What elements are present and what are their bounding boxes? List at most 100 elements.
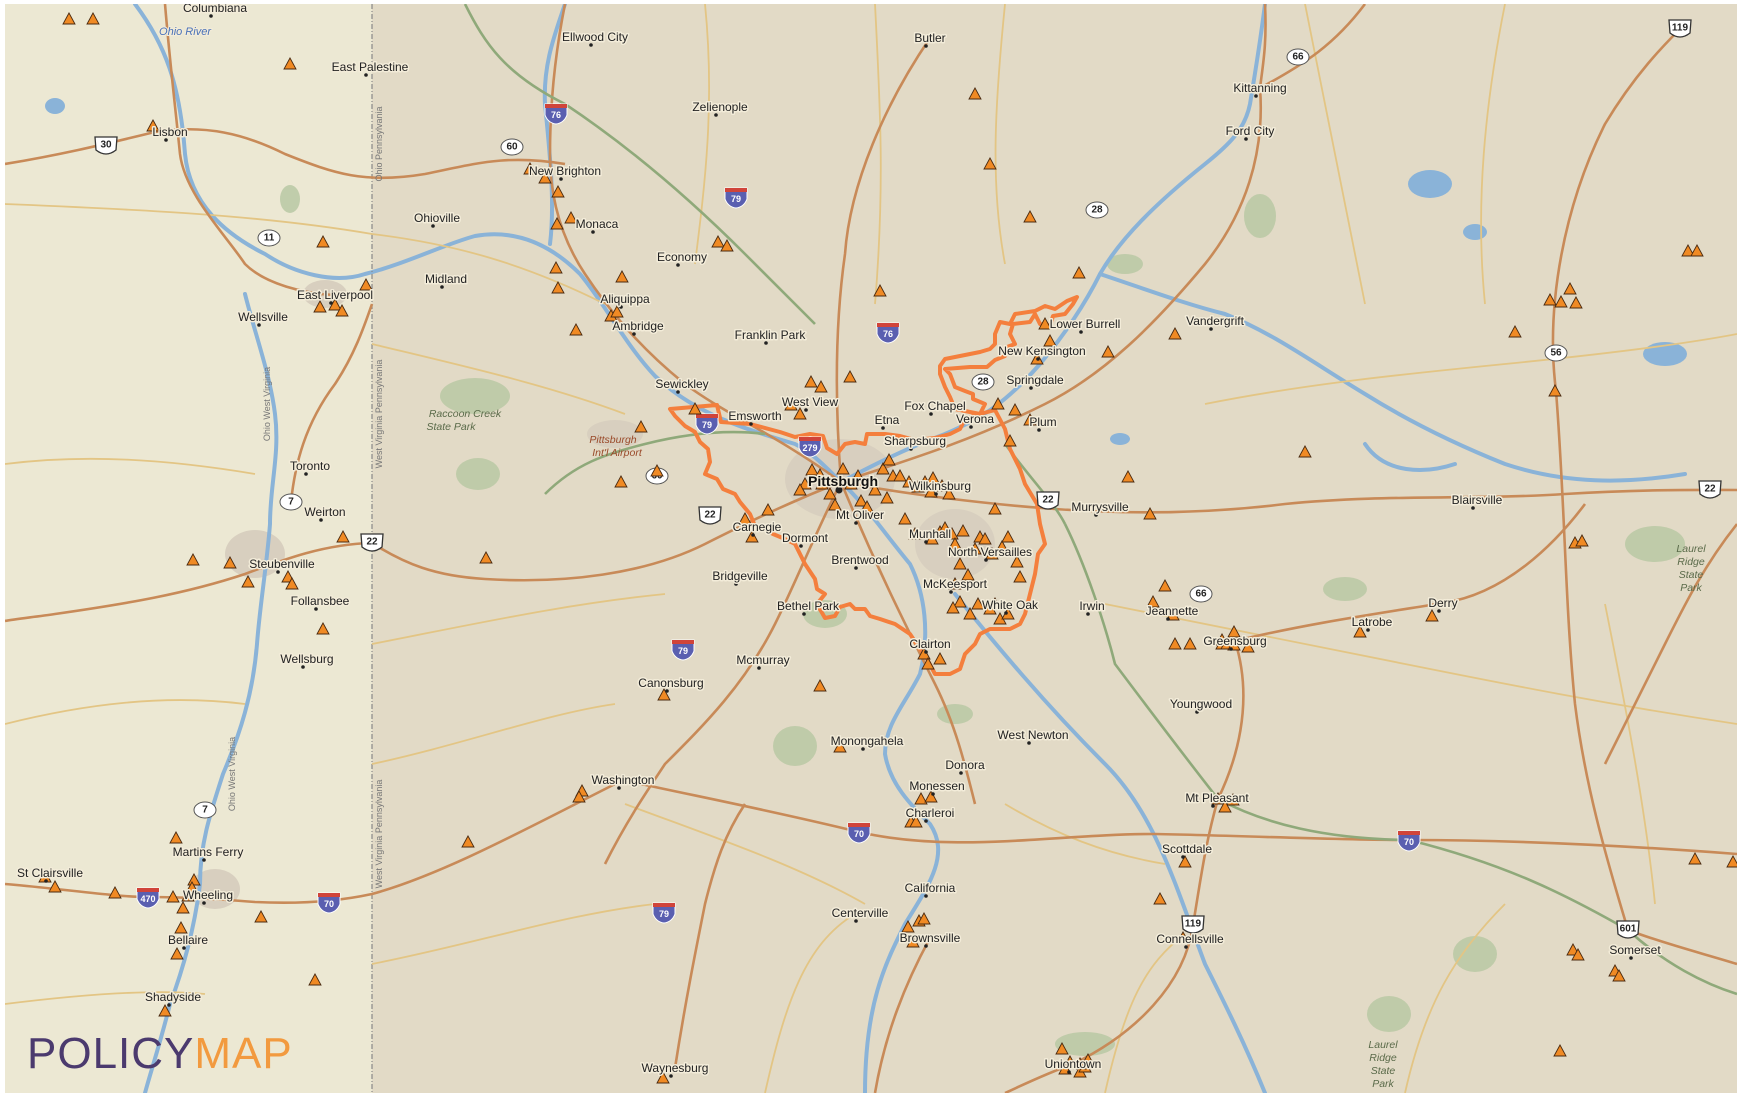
triangle-marker-icon[interactable] — [963, 607, 977, 620]
triangle-marker-icon[interactable] — [1569, 296, 1583, 309]
triangle-marker-icon[interactable] — [909, 815, 923, 828]
triangle-marker-icon[interactable] — [86, 12, 100, 25]
triangle-marker-icon[interactable] — [906, 935, 920, 948]
triangle-marker-icon[interactable] — [1508, 325, 1522, 338]
triangle-marker-icon[interactable] — [917, 912, 931, 925]
triangle-marker-icon[interactable] — [285, 577, 299, 590]
triangle-marker-icon[interactable] — [836, 462, 850, 475]
triangle-marker-icon[interactable] — [882, 453, 896, 466]
triangle-marker-icon[interactable] — [843, 370, 857, 383]
triangle-marker-icon[interactable] — [1168, 637, 1182, 650]
triangle-marker-icon[interactable] — [1690, 244, 1704, 257]
triangle-marker-icon[interactable] — [615, 270, 629, 283]
triangle-marker-icon[interactable] — [254, 910, 268, 923]
triangle-marker-icon[interactable] — [935, 479, 949, 492]
triangle-marker-icon[interactable] — [917, 647, 931, 660]
triangle-marker-icon[interactable] — [1055, 1042, 1069, 1055]
triangle-marker-icon[interactable] — [336, 530, 350, 543]
triangle-marker-icon[interactable] — [158, 1004, 172, 1017]
triangle-marker-icon[interactable] — [551, 185, 565, 198]
triangle-marker-icon[interactable] — [1543, 293, 1557, 306]
triangle-marker-icon[interactable] — [1023, 210, 1037, 223]
triangle-marker-icon[interactable] — [1425, 609, 1439, 622]
triangle-marker-icon[interactable] — [956, 524, 970, 537]
triangle-marker-icon[interactable] — [313, 300, 327, 313]
triangle-marker-icon[interactable] — [1218, 800, 1232, 813]
triangle-marker-icon[interactable] — [926, 471, 940, 484]
triangle-marker-icon[interactable] — [1726, 855, 1737, 868]
triangle-marker-icon[interactable] — [985, 547, 999, 560]
triangle-marker-icon[interactable] — [761, 503, 775, 516]
triangle-marker-icon[interactable] — [988, 597, 1002, 610]
triangle-marker-icon[interactable] — [720, 239, 734, 252]
triangle-marker-icon[interactable] — [946, 601, 960, 614]
triangle-marker-icon[interactable] — [461, 835, 475, 848]
triangle-marker-icon[interactable] — [1548, 384, 1562, 397]
triangle-marker-icon[interactable] — [550, 217, 564, 230]
triangle-marker-icon[interactable] — [860, 500, 874, 513]
triangle-marker-icon[interactable] — [1227, 625, 1241, 638]
triangle-marker-icon[interactable] — [948, 577, 962, 590]
triangle-marker-icon[interactable] — [169, 831, 183, 844]
triangle-marker-icon[interactable] — [945, 527, 959, 540]
triangle-marker-icon[interactable] — [569, 323, 583, 336]
triangle-marker-icon[interactable] — [933, 652, 947, 665]
triangle-marker-icon[interactable] — [614, 475, 628, 488]
triangle-marker-icon[interactable] — [1001, 530, 1015, 543]
triangle-marker-icon[interactable] — [1554, 295, 1568, 308]
triangle-marker-icon[interactable] — [793, 407, 807, 420]
triangle-marker-icon[interactable] — [1101, 345, 1115, 358]
triangle-marker-icon[interactable] — [988, 502, 1002, 515]
triangle-marker-icon[interactable] — [1121, 470, 1135, 483]
triangle-marker-icon[interactable] — [901, 920, 915, 933]
triangle-marker-icon[interactable] — [176, 901, 190, 914]
triangle-marker-icon[interactable] — [828, 498, 842, 511]
triangle-marker-icon[interactable] — [1571, 948, 1585, 961]
triangle-marker-icon[interactable] — [657, 688, 671, 701]
triangle-marker-icon[interactable] — [572, 790, 586, 803]
triangle-marker-icon[interactable] — [1575, 534, 1589, 547]
triangle-marker-icon[interactable] — [844, 477, 858, 490]
triangle-marker-icon[interactable] — [1176, 931, 1190, 944]
triangle-marker-icon[interactable] — [1353, 625, 1367, 638]
triangle-marker-icon[interactable] — [924, 485, 938, 498]
triangle-marker-icon[interactable] — [1043, 334, 1057, 347]
triangle-marker-icon[interactable] — [108, 886, 122, 899]
triangle-marker-icon[interactable] — [1688, 852, 1702, 865]
triangle-marker-icon[interactable] — [968, 87, 982, 100]
triangle-marker-icon[interactable] — [170, 947, 184, 960]
triangle-marker-icon[interactable] — [1166, 608, 1180, 621]
triangle-marker-icon[interactable] — [924, 790, 938, 803]
triangle-marker-icon[interactable] — [953, 595, 967, 608]
triangle-marker-icon[interactable] — [523, 162, 537, 175]
triangle-marker-icon[interactable] — [813, 679, 827, 692]
triangle-marker-icon[interactable] — [815, 477, 829, 490]
triangle-marker-icon[interactable] — [804, 375, 818, 388]
triangle-marker-icon[interactable] — [784, 398, 798, 411]
triangle-marker-icon[interactable] — [1158, 579, 1172, 592]
triangle-marker-icon[interactable] — [948, 537, 962, 550]
triangle-marker-icon[interactable] — [902, 475, 916, 488]
triangle-marker-icon[interactable] — [991, 397, 1005, 410]
triangle-marker-icon[interactable] — [995, 540, 1009, 553]
triangle-marker-icon[interactable] — [908, 527, 922, 540]
triangle-marker-icon[interactable] — [1563, 282, 1577, 295]
triangle-marker-icon[interactable] — [925, 532, 939, 545]
triangle-marker-icon[interactable] — [893, 469, 907, 482]
triangle-marker-icon[interactable] — [1298, 445, 1312, 458]
triangle-marker-icon[interactable] — [961, 568, 975, 581]
triangle-marker-icon[interactable] — [1146, 595, 1160, 608]
triangle-marker-icon[interactable] — [166, 890, 180, 903]
triangle-marker-icon[interactable] — [1211, 792, 1225, 805]
triangle-marker-icon[interactable] — [1612, 969, 1626, 982]
triangle-marker-icon[interactable] — [610, 305, 624, 318]
triangle-marker-icon[interactable] — [1010, 555, 1024, 568]
triangle-marker-icon[interactable] — [880, 491, 894, 504]
triangle-marker-icon[interactable] — [1013, 570, 1027, 583]
triangle-marker-icon[interactable] — [876, 462, 890, 475]
triangle-marker-icon[interactable] — [328, 298, 342, 311]
triangle-marker-icon[interactable] — [805, 463, 819, 476]
triangle-marker-icon[interactable] — [1553, 1044, 1567, 1057]
triangle-marker-icon[interactable] — [898, 512, 912, 525]
